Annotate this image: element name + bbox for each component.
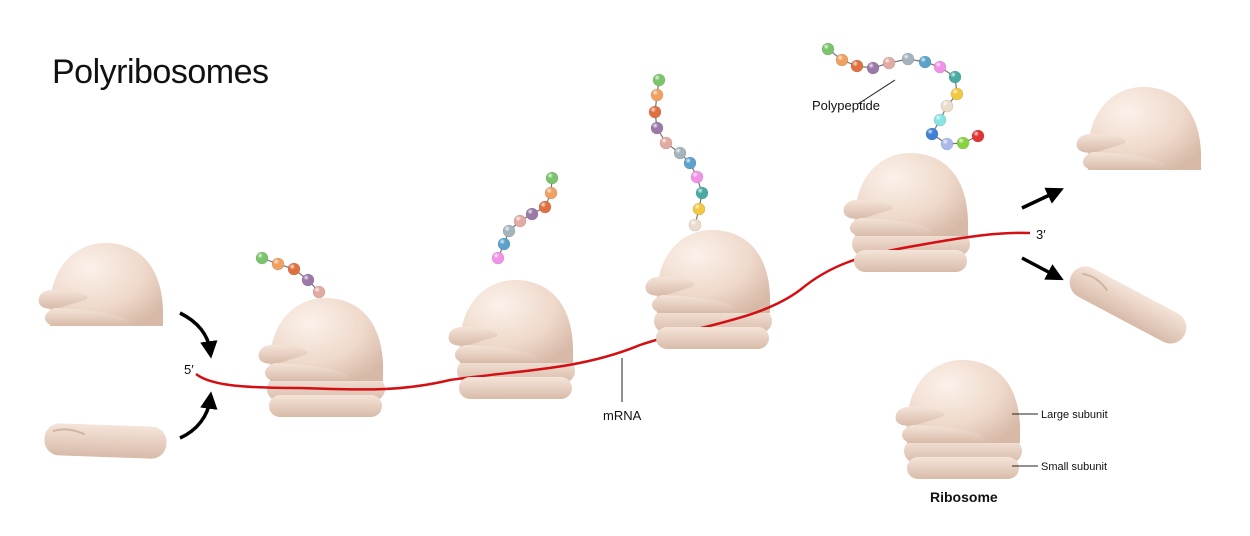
bead-highlight [949, 71, 961, 83]
bead-highlight [492, 252, 504, 264]
bead-highlight [867, 62, 879, 74]
bead-highlight [902, 53, 914, 65]
polypeptide-leader-line [857, 79, 896, 105]
free-small-subunit-right [1069, 266, 1187, 344]
bead-highlight [951, 88, 963, 100]
bead-highlight [883, 57, 895, 69]
assembly-arrow-top [179, 311, 218, 359]
release-arrow-top [1021, 187, 1064, 210]
bead-highlight [288, 263, 300, 275]
diagram-title: Polyribosomes [52, 53, 268, 91]
bead-highlight [851, 60, 863, 72]
bead-highlight [302, 274, 314, 286]
bead-highlight [256, 252, 268, 264]
release-arrow-bottom [1021, 256, 1064, 281]
bead-highlight [498, 238, 510, 250]
polypeptide-chains [255, 42, 985, 299]
polypeptide-label: Polypeptide [812, 98, 880, 113]
mrna-label: mRNA [603, 408, 642, 423]
free-small-subunit-left [44, 423, 167, 459]
bead-highlight [539, 201, 551, 213]
bead-highlight [272, 258, 284, 270]
free-large-subunit-left [38, 243, 164, 326]
bead-highlight [941, 138, 953, 150]
bead-highlight [649, 106, 661, 118]
bead-highlight [941, 100, 953, 112]
free-large-subunit-right [1076, 87, 1202, 170]
polypeptide-chain-1 [255, 251, 326, 299]
legend-ribosome [896, 360, 1022, 479]
three-prime-label: 3′ [1036, 227, 1046, 242]
bead-highlight [957, 137, 969, 149]
bead-highlight [934, 61, 946, 73]
ribosome-label: Ribosome [930, 489, 998, 505]
bead-highlight [651, 122, 663, 134]
bead-highlight [836, 54, 848, 66]
bead-highlight [934, 114, 946, 126]
bead-highlight [693, 203, 705, 215]
bead-highlight [684, 157, 696, 169]
five-prime-label: 5′ [184, 362, 194, 377]
bead-highlight [313, 286, 325, 298]
bead-highlight [545, 187, 557, 199]
bead-highlight [696, 187, 708, 199]
bead-highlight [514, 215, 526, 227]
polypeptide-chain-3 [648, 73, 709, 232]
assembly-arrow-bottom [179, 391, 218, 440]
bead-highlight [651, 89, 663, 101]
bead-highlight [691, 171, 703, 183]
bead-highlight [660, 137, 672, 149]
bead-highlight [674, 147, 686, 159]
peptide-bond-line [827, 48, 979, 145]
bead-highlight [653, 74, 665, 86]
mrna-strand [195, 231, 1031, 391]
bead-highlight [972, 130, 984, 142]
small-subunit-label: Small subunit [1041, 461, 1107, 473]
bead-highlight [526, 208, 538, 220]
bead-highlight [822, 43, 834, 55]
bead-highlight [503, 225, 515, 237]
polypeptide-chain-2 [491, 171, 559, 265]
polypeptide-chain-4 [821, 42, 985, 151]
bead-highlight [546, 172, 558, 184]
bead-highlight [919, 56, 931, 68]
bead-highlight [689, 219, 701, 231]
large-subunit-label: Large subunit [1041, 409, 1108, 421]
bead-highlight [926, 128, 938, 140]
